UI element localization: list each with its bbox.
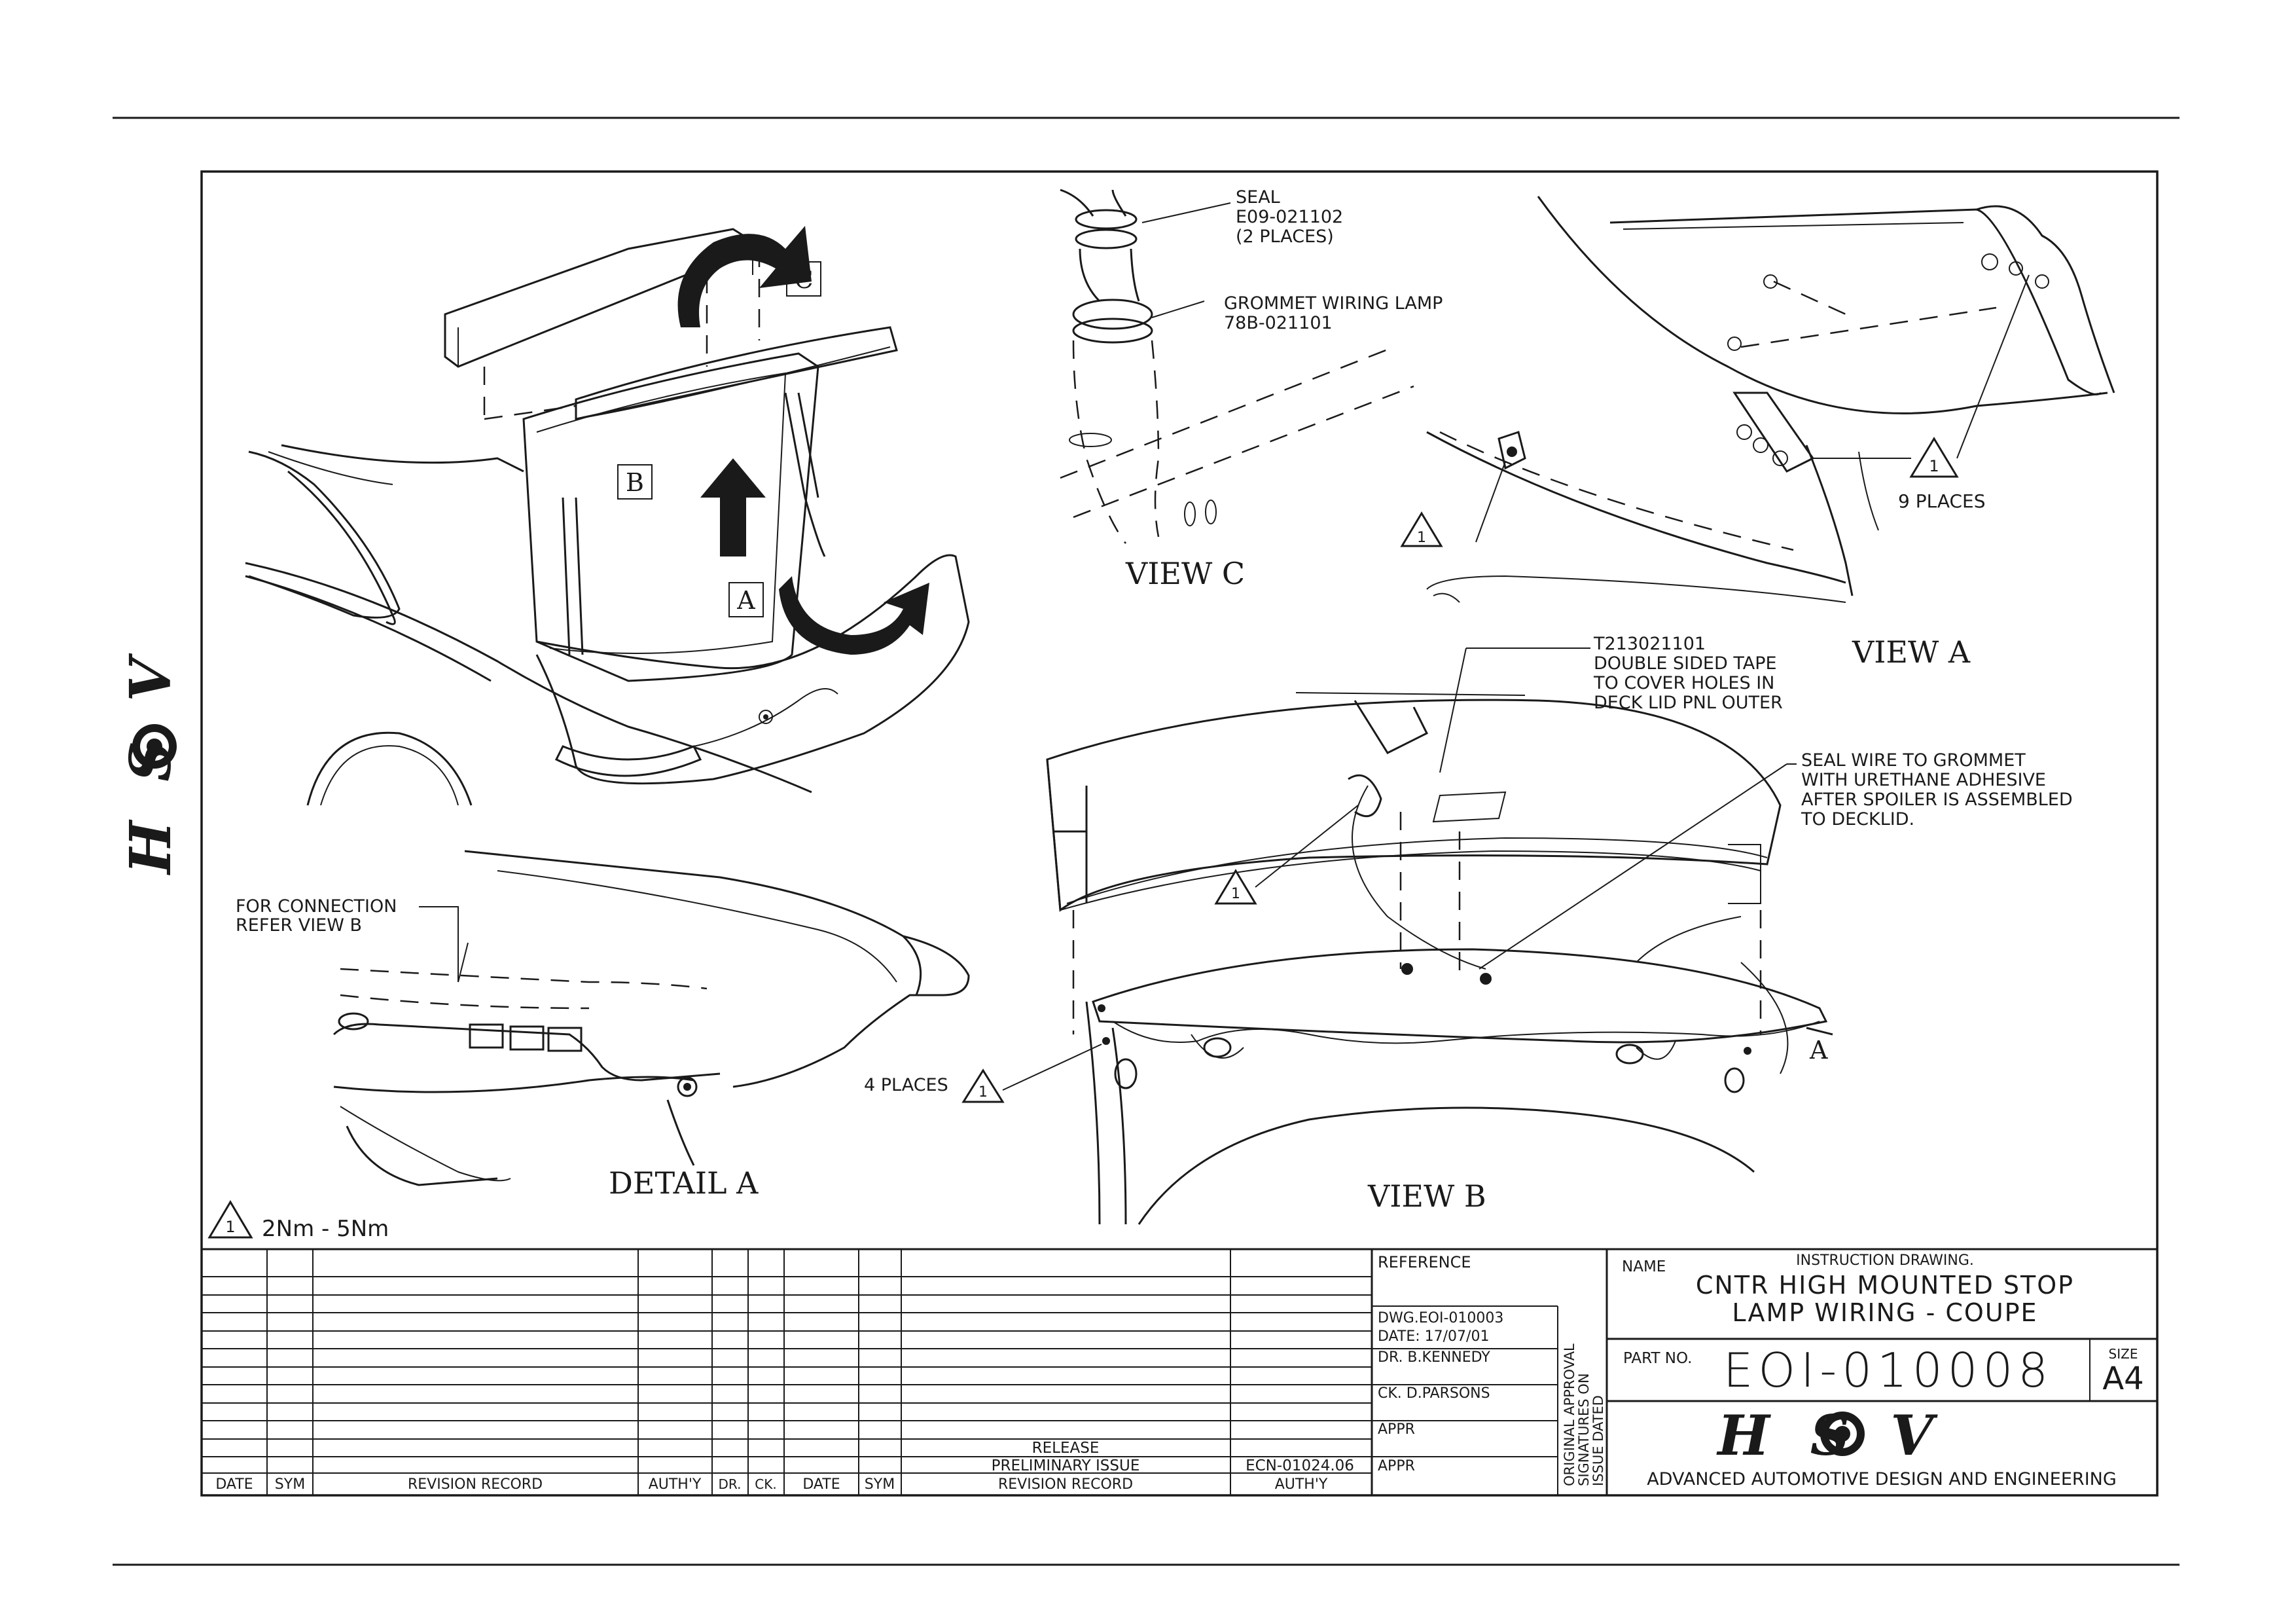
view-b-title: VIEW B <box>1367 1178 1486 1214</box>
part-no-value: EOI-010008 <box>1723 1343 2053 1398</box>
seal-callout-line-1: SEAL <box>1236 187 1280 208</box>
view-c-title: VIEW C <box>1125 556 1245 591</box>
seal-wire-callout-line-2: WITH URETHANE ADHESIVE <box>1801 770 2046 790</box>
tape-callout: T213021101 DOUBLE SIDED TAPE TO COVER HO… <box>1439 634 1783 773</box>
seal-callout-line-3: (2 PLACES) <box>1236 227 1334 247</box>
rev-header-sym: SYM <box>275 1476 305 1493</box>
rev-header-ck: CK. <box>755 1476 776 1492</box>
reference-appr-1: APPR <box>1378 1421 1415 1438</box>
hsv-logo-letters: HSV <box>1716 1403 1973 1468</box>
rev-header-authy-2: AUTH'Y <box>1275 1476 1328 1493</box>
approval-vertical-1: ORIGINAL APPROVAL <box>1562 1343 1577 1486</box>
tape-callout-line-1: T213021101 <box>1593 634 1706 654</box>
detail-a-title: DETAIL A <box>609 1165 759 1201</box>
seal-wire-callout-line-1: SEAL WIRE TO GROMMET <box>1801 750 2026 771</box>
connection-callout-line-1: FOR CONNECTION <box>236 896 397 917</box>
title-subtitle: INSTRUCTION DRAWING. <box>1796 1252 1974 1269</box>
view-a-illustration: 1 1 VIEW A <box>1400 196 2115 670</box>
tape-callout-line-4: DECK LID PNL OUTER <box>1594 693 1783 713</box>
nine-places-label: 9 PLACES <box>1898 490 1986 512</box>
overview-marker-a-box <box>728 582 764 617</box>
overview-marker-a: A <box>736 586 755 615</box>
seal-callout: SEAL E09-021102 (2 PLACES) <box>1236 187 1343 247</box>
view-b-illustration: 1 1 A VIEW B <box>961 692 1833 1225</box>
rev-ecn: ECN-01024.06 <box>1246 1457 1354 1474</box>
side-logo-letters: HSV <box>118 619 184 876</box>
grommet-callout-line-1: GROMMET WIRING LAMP <box>1224 293 1443 314</box>
grommet-callout: GROMMET WIRING LAMP 78B-021101 <box>1224 293 1443 333</box>
rev-header-authy: AUTH'Y <box>649 1476 702 1493</box>
reference-checked: CK. D.PARSONS <box>1378 1385 1490 1402</box>
part-no-label: PART NO. <box>1623 1350 1693 1367</box>
overview-marker-c-box <box>786 261 821 297</box>
title-line-2: LAMP WIRING - COUPE <box>1732 1298 2037 1327</box>
rev-release: RELEASE <box>1032 1440 1100 1457</box>
view-b-torque-symbol: 1 <box>1231 886 1240 902</box>
reference-date: DATE: 17/07/01 <box>1378 1328 1489 1345</box>
side-hsv-logo: HSV <box>118 619 184 876</box>
rev-header-date: DATE <box>215 1476 253 1493</box>
seal-wire-callout-line-3: AFTER SPOILER IS ASSEMBLED <box>1801 790 2073 810</box>
torque-note-text: 2Nm - 5Nm <box>262 1216 389 1242</box>
view-b-marker-a: A <box>1809 1036 1828 1065</box>
reference-dwg: DWG.EOI-010003 <box>1378 1310 1503 1326</box>
hsv-logo: HSV <box>1716 1403 1973 1468</box>
overview-marker-c: C <box>794 265 813 294</box>
size-value: A4 <box>2102 1360 2144 1397</box>
overview-marker-b: B <box>626 468 644 497</box>
size-label: SIZE <box>2109 1346 2138 1362</box>
approval-vertical-2: SIGNATURES ON <box>1576 1373 1592 1486</box>
detail-a-illustration: DETAIL A <box>332 850 970 1201</box>
company-name: ADVANCED AUTOMOTIVE DESIGN AND ENGINEERI… <box>1647 1469 2117 1489</box>
title-block: NAME INSTRUCTION DRAWING. CNTR HIGH MOUN… <box>1607 1252 2157 1489</box>
reference-label: REFERENCE <box>1378 1253 1471 1271</box>
tape-callout-line-2: DOUBLE SIDED TAPE <box>1594 653 1777 674</box>
reference-block: REFERENCE DWG.EOI-010003 DATE: 17/07/01 … <box>1372 1249 1608 1495</box>
rev-header-date-2: DATE <box>802 1476 840 1493</box>
reference-drawn: DR. B.KENNEDY <box>1378 1349 1490 1366</box>
approval-vertical-3: ISSUE DATED <box>1590 1395 1606 1486</box>
drawing-frame <box>200 170 2159 1497</box>
tape-callout-line-3: TO COVER HOLES IN <box>1593 673 1774 693</box>
rev-preliminary-issue: PRELIMINARY ISSUE <box>992 1457 1140 1474</box>
rev-header-sym-2: SYM <box>865 1476 895 1493</box>
seal-wire-callout: SEAL WIRE TO GROMMET WITH URETHANE ADHES… <box>1479 750 2073 970</box>
overview-marker-b-box <box>617 464 653 500</box>
connection-callout: FOR CONNECTION REFER VIEW B <box>236 896 397 936</box>
seal-callout-line-2: E09-021102 <box>1236 207 1343 227</box>
rev-header-record: REVISION RECORD <box>408 1476 543 1493</box>
rev-header-dr: DR. <box>719 1476 742 1492</box>
seal-wire-callout-line-4: TO DECKLID. <box>1801 809 1914 830</box>
revision-table: DATE SYM REVISION RECORD AUTH'Y DR. CK. … <box>202 1248 2157 1495</box>
torque-note-symbol: 1 <box>225 1218 235 1236</box>
title-name-label: NAME <box>1622 1258 1666 1275</box>
view-a-title: VIEW A <box>1852 634 1971 670</box>
four-places-label: 4 PLACES <box>864 1075 948 1095</box>
overview-illustration: C B A <box>245 226 970 806</box>
reference-appr-2: APPR <box>1378 1458 1415 1474</box>
four-places-torque-symbol: 1 <box>978 1084 988 1101</box>
grommet-callout-line-2: 78B-021101 <box>1224 313 1333 333</box>
view-c-illustration: VIEW C <box>1060 189 1414 591</box>
title-line-1: CNTR HIGH MOUNTED STOP <box>1696 1271 2074 1300</box>
view-a-torque-symbol: 1 <box>1417 530 1426 546</box>
torque-note: 1 2Nm - 5Nm <box>207 1200 389 1242</box>
rev-header-record-2: REVISION RECORD <box>998 1476 1133 1493</box>
nine-places-torque-symbol: 1 <box>1929 457 1939 475</box>
connection-callout-line-2: REFER VIEW B <box>236 915 362 936</box>
